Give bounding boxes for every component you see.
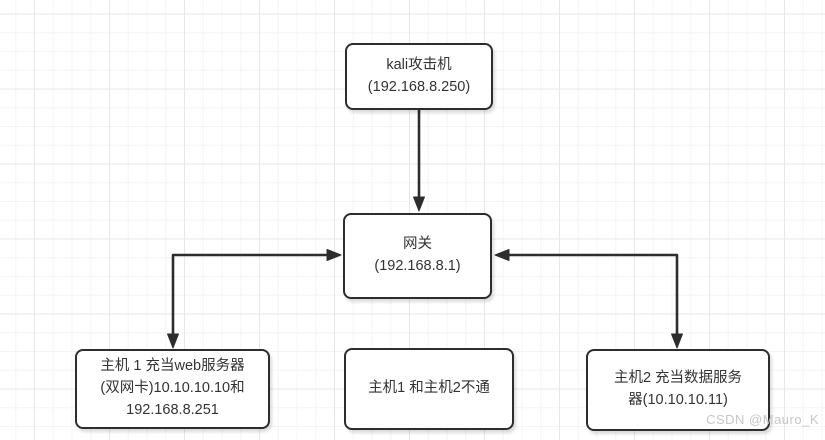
arrowhead-down-into-host2 xyxy=(671,333,683,349)
line-gateway-to-host1 xyxy=(171,253,329,335)
node-host1-web-server: 主机 1 充当web服务器 (双网卡)10.10.10.10和 192.168.… xyxy=(75,349,270,429)
node-note-hosts-not-connected: 主机1 和主机2不通 xyxy=(344,348,514,430)
node-kali-attacker-label: kali攻击机 (192.168.8.250) xyxy=(367,56,471,95)
arrowhead-down-into-gateway xyxy=(413,196,425,212)
arrowhead-down-into-host1 xyxy=(167,333,179,349)
node-gateway-label: 网关 (192.168.8.1) xyxy=(374,236,461,274)
node-kali-attacker: kali攻击机 (192.168.8.250) xyxy=(345,43,493,110)
node-host2-data-server: 主机2 充当数据服务 器(10.10.10.11) xyxy=(586,349,770,431)
node-gateway: 网关 (192.168.8.1) xyxy=(343,213,492,299)
csdn-watermark: CSDN @Mauro_K xyxy=(706,412,819,427)
arrowhead-left-into-gateway xyxy=(494,249,510,261)
node-host2-data-server-label: 主机2 充当数据服务 器(10.10.10.11) xyxy=(613,370,743,408)
line-gateway-to-host2 xyxy=(508,253,679,335)
node-host1-web-server-label: 主机 1 充当web服务器 (双网卡)10.10.10.10和 192.168.… xyxy=(100,358,245,418)
arrowhead-right-into-gateway xyxy=(326,249,342,261)
node-note-hosts-not-connected-label: 主机1 和主机2不通 xyxy=(368,380,490,397)
